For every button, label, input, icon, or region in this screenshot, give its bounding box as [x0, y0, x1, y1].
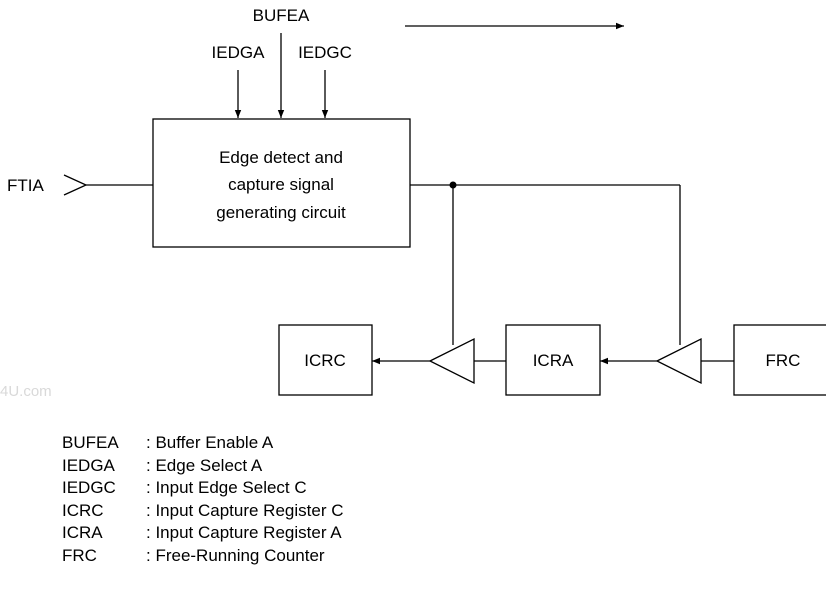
iedga-label: IEDGA [212, 43, 266, 62]
legend-abbr: ICRA [62, 523, 103, 542]
legend-desc: : Edge Select A [146, 455, 263, 475]
buffer-2-triangle [655, 337, 702, 385]
legend-desc: : Input Capture Register C [146, 500, 344, 520]
ftia-input-symbol [63, 174, 88, 196]
legend-desc: : Buffer Enable A [146, 433, 274, 452]
iedgc-label: IEDGC [298, 43, 352, 62]
legend-desc: : Free-Running Counter [146, 545, 325, 565]
icra-label: ICRA [533, 351, 574, 370]
edge-detect-line-2: capture signal [228, 175, 334, 194]
legend-abbr: IEDGC [62, 478, 116, 497]
legend-abbr: ICRC [62, 500, 104, 520]
edge-detect-block [152, 118, 411, 248]
icrc-label: ICRC [304, 351, 346, 370]
legend-abbr: IEDGA [62, 455, 115, 475]
frc-label: FRC [766, 351, 801, 370]
edge-detect-line-3: generating circuit [216, 203, 346, 222]
legend-abbr: FRC [62, 545, 97, 565]
legend-row-iedga: IEDGA : Edge Select A [62, 455, 343, 478]
bufea-label: BUFEA [253, 6, 310, 25]
legend-row-icrc: ICRC : Input Capture Register C [62, 500, 343, 523]
edge-detect-line-1: Edge detect and [219, 148, 343, 167]
block-diagram: BUFEA IEDGA IEDGC Edge detect and captur… [7, 6, 826, 396]
legend-row-bufea: BUFEA : Buffer Enable A [62, 432, 343, 455]
frc-block [733, 324, 826, 396]
watermark: 4U.com [0, 383, 52, 400]
ftia-label: FTIA [7, 176, 44, 195]
legend-row-iedgc: IEDGC : Input Edge Select C [62, 477, 343, 500]
legend-desc: : Input Capture Register A [146, 523, 342, 542]
legend-row-icra: ICRA : Input Capture Register A [62, 522, 343, 545]
legend-desc: : Input Edge Select C [146, 478, 307, 497]
legend-abbr: BUFEA [62, 433, 119, 452]
buffer-1-triangle [428, 337, 475, 385]
legend: BUFEA : Buffer Enable A IEDGA : Edge Sel… [62, 432, 343, 567]
legend-row-frc: FRC : Free-Running Counter [62, 545, 343, 568]
